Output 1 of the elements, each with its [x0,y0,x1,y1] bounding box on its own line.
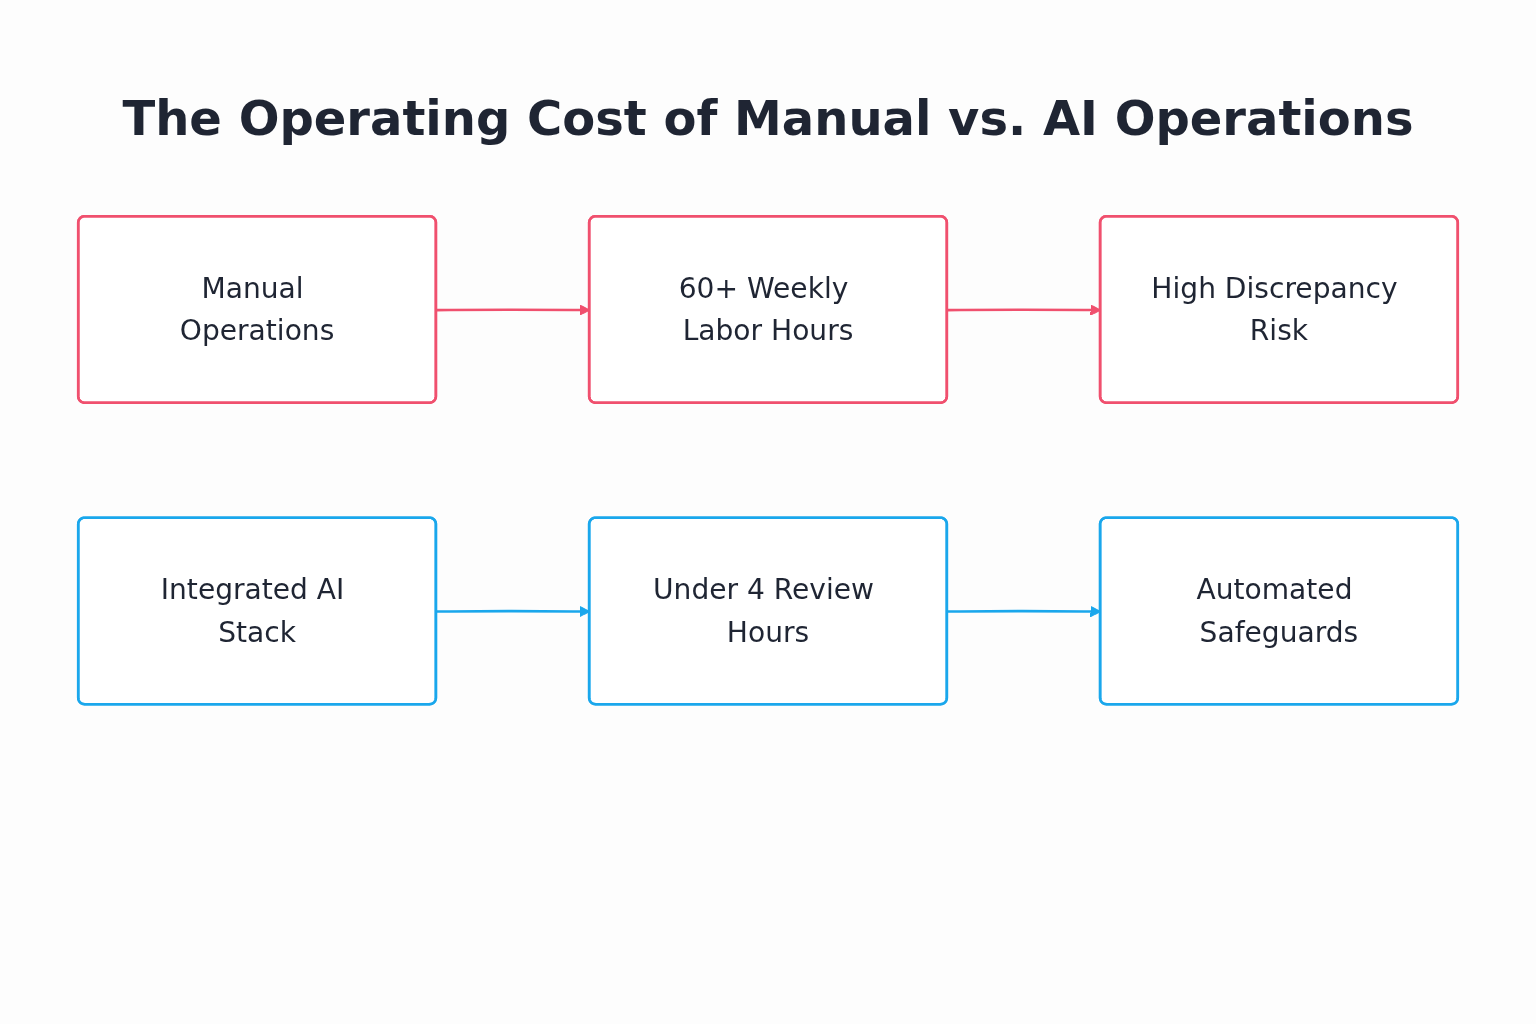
diagram-title: The Operating Cost of Manual vs. AI Operations [121,90,1415,146]
